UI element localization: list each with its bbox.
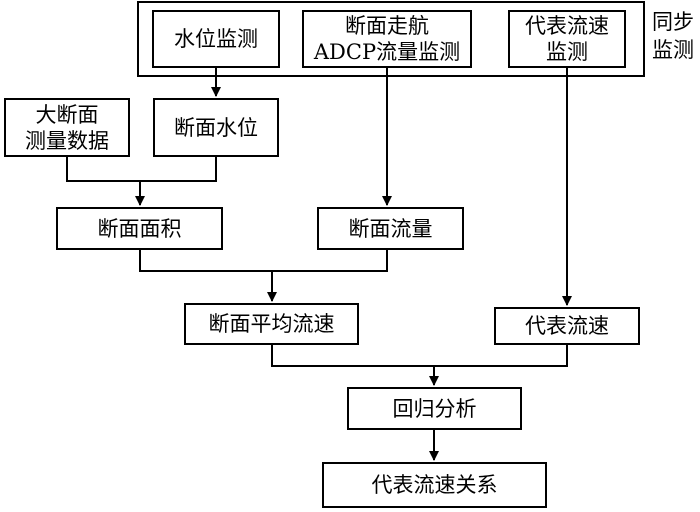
- sync-label-line1: 同步: [652, 10, 694, 34]
- large-section-data-box: 大断面 测量数据: [4, 98, 130, 157]
- section-discharge-box: 断面流量: [317, 207, 464, 250]
- merge-line-regression-inputs: [271, 345, 568, 367]
- rep-velocity-monitoring-box: 代表流速 监测: [508, 10, 626, 68]
- section-water-level-box: 断面水位: [153, 98, 279, 157]
- rep-velocity-relation-box: 代表流速关系: [322, 462, 547, 508]
- regression-analysis-box: 回归分析: [347, 387, 522, 430]
- section-mean-velocity-box: 断面平均流速: [184, 303, 359, 345]
- sync-monitoring-label: 同步 监测: [652, 8, 700, 64]
- section-area-box: 断面面积: [56, 207, 223, 250]
- adcp-monitoring-box: 断面走航 ADCP流量监测: [302, 10, 472, 68]
- merge-line-velocity-inputs: [139, 250, 388, 272]
- water-level-monitoring-box: 水位监测: [152, 10, 280, 68]
- representative-velocity-box: 代表流速: [494, 307, 640, 345]
- sync-label-line2: 监测: [652, 38, 694, 62]
- sync-monitoring-group: [137, 1, 645, 77]
- merge-line-area-inputs: [66, 157, 217, 182]
